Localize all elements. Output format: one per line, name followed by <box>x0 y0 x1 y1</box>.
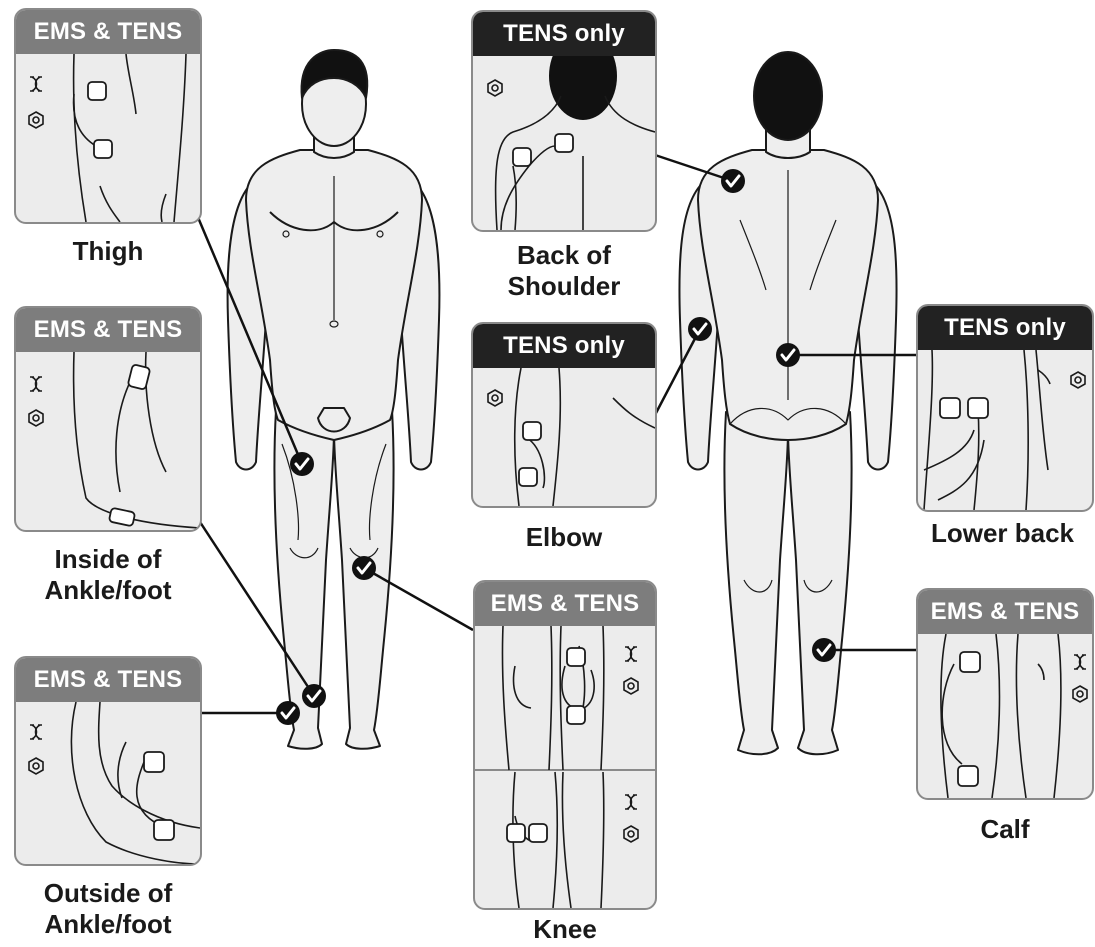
inside-ankle-panel: EMS & TENS <box>14 306 202 532</box>
back-shoulder-label: Back of Shoulder <box>471 240 657 302</box>
muscle-stimulation-icon <box>26 722 46 742</box>
mode-badge: EMS & TENS <box>16 658 200 702</box>
calf-panel: EMS & TENS <box>916 588 1094 800</box>
pain-relief-icon <box>1068 370 1088 390</box>
pain-relief-icon <box>1070 684 1090 704</box>
check-circle-icon <box>276 701 300 725</box>
pain-relief-icon <box>621 676 641 696</box>
check-circle-icon <box>290 452 314 476</box>
mode-badge: EMS & TENS <box>16 308 200 352</box>
check-circle-icon <box>302 684 326 708</box>
mode-badge: TENS only <box>473 12 655 56</box>
muscle-stimulation-icon <box>26 374 46 394</box>
pain-relief-icon <box>26 756 46 776</box>
pain-relief-icon <box>485 78 505 98</box>
pain-relief-icon <box>26 408 46 428</box>
mode-badge: EMS & TENS <box>475 582 655 626</box>
back-shoulder-panel: TENS only <box>471 10 657 232</box>
check-circle-icon <box>352 556 376 580</box>
mode-badge: EMS & TENS <box>16 10 200 54</box>
check-circle-icon <box>688 317 712 341</box>
lower-back-label: Lower back <box>910 518 1095 549</box>
inside-ankle-label: Inside of Ankle/foot <box>14 544 202 606</box>
knee-panel: EMS & TENS <box>473 580 657 910</box>
elbow-panel: TENS only <box>471 322 657 508</box>
mode-badge: TENS only <box>473 324 655 368</box>
mode-badge: EMS & TENS <box>918 590 1092 634</box>
elbow-label: Elbow <box>471 522 657 553</box>
knee-label: Knee <box>473 914 657 945</box>
thigh-panel: EMS & TENS <box>14 8 202 224</box>
front-body-figure <box>228 50 440 749</box>
pain-relief-icon <box>485 388 505 408</box>
lower-back-panel: TENS only <box>916 304 1094 512</box>
check-circle-icon <box>812 638 836 662</box>
pain-relief-icon <box>26 110 46 130</box>
muscle-stimulation-icon <box>621 644 641 664</box>
outside-ankle-panel: EMS & TENS <box>14 656 202 866</box>
outside-ankle-label: Outside of Ankle/foot <box>14 878 202 940</box>
muscle-stimulation-icon <box>1070 652 1090 672</box>
thigh-label: Thigh <box>14 236 202 267</box>
calf-label: Calf <box>916 814 1094 845</box>
pain-relief-icon <box>621 824 641 844</box>
check-circle-icon <box>721 169 745 193</box>
check-circle-icon <box>776 343 800 367</box>
muscle-stimulation-icon <box>621 792 641 812</box>
mode-badge: TENS only <box>918 306 1092 350</box>
muscle-stimulation-icon <box>26 74 46 94</box>
